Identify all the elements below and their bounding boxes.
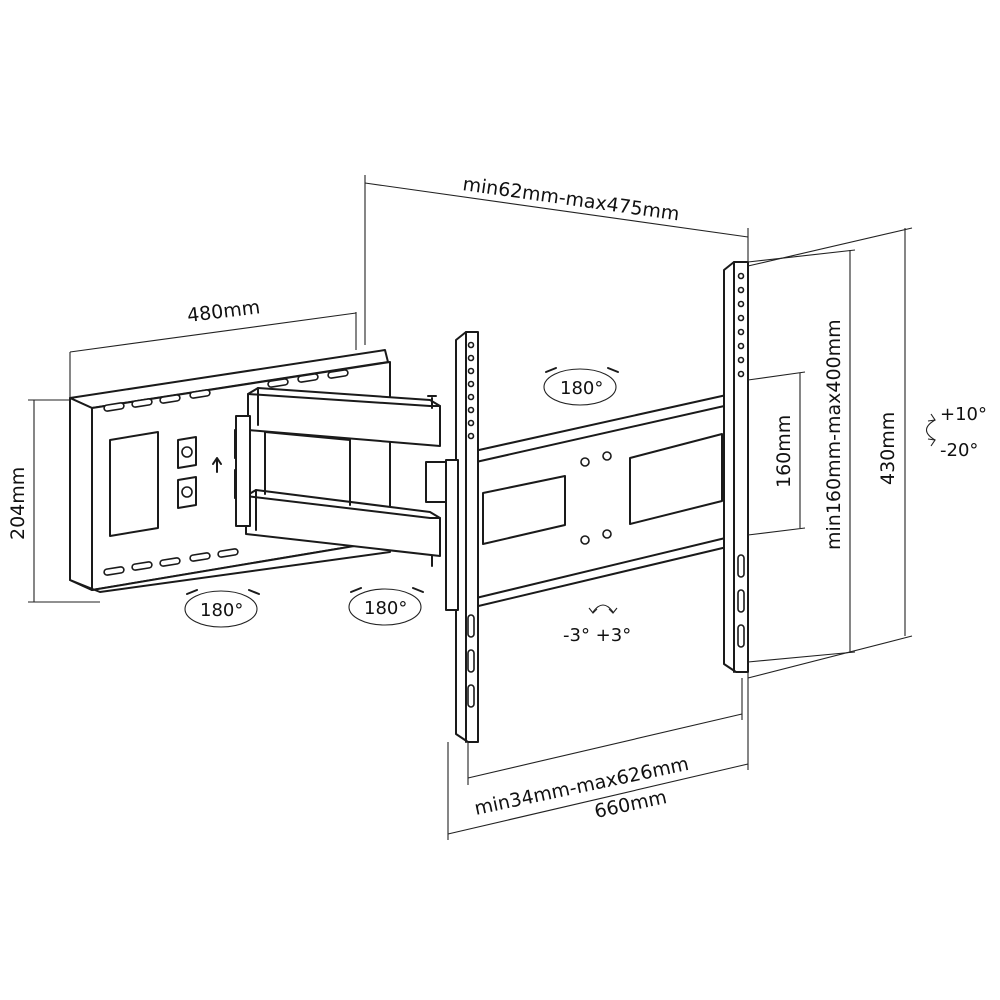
vesa-vertical-range-label: min160mm-max400mm — [823, 319, 845, 550]
top-span-label: min62mm-max475mm — [461, 173, 680, 225]
tilt-arrow-icon — [925, 413, 936, 447]
wall-right-rotation-label: 180° — [364, 598, 407, 619]
wall-left-rotation-label: 180° — [200, 600, 243, 621]
arm-length-label: 480mm — [186, 296, 261, 327]
wall-plate-height-label: 204mm — [7, 467, 29, 540]
level-adjust-arrow-icon — [588, 604, 618, 614]
keyhole-upper — [177, 436, 197, 469]
keyhole-lower — [177, 476, 197, 509]
vesa-vertical-small-label: 160mm — [773, 415, 795, 488]
left-vertical-rail — [445, 331, 479, 743]
rotation-icon-arm-top — [543, 367, 619, 406]
arm-top-rotation-label: 180° — [560, 378, 603, 399]
level-adjust-label: -3° +3° — [563, 625, 631, 646]
tv-plate — [469, 389, 749, 609]
right-vertical-rail — [723, 261, 749, 673]
left-rail-holes — [467, 341, 475, 708]
wall-plate-slots-top — [103, 369, 349, 412]
dimension-lines — [28, 175, 913, 840]
overall-height-label: 430mm — [877, 412, 899, 485]
wall-plate-slots-bottom — [103, 548, 239, 576]
wall-plate-cutout — [109, 431, 159, 537]
swing-arm — [235, 387, 457, 567]
wall-plate — [69, 349, 391, 593]
rotation-icon-wall-right — [348, 587, 424, 626]
tilt-down-label: -20° — [940, 440, 978, 461]
right-rail-holes — [737, 272, 745, 648]
tilt-up-label: +10° — [940, 404, 987, 425]
rotation-icon-wall-left — [184, 589, 260, 628]
up-arrow-mark — [212, 457, 222, 473]
